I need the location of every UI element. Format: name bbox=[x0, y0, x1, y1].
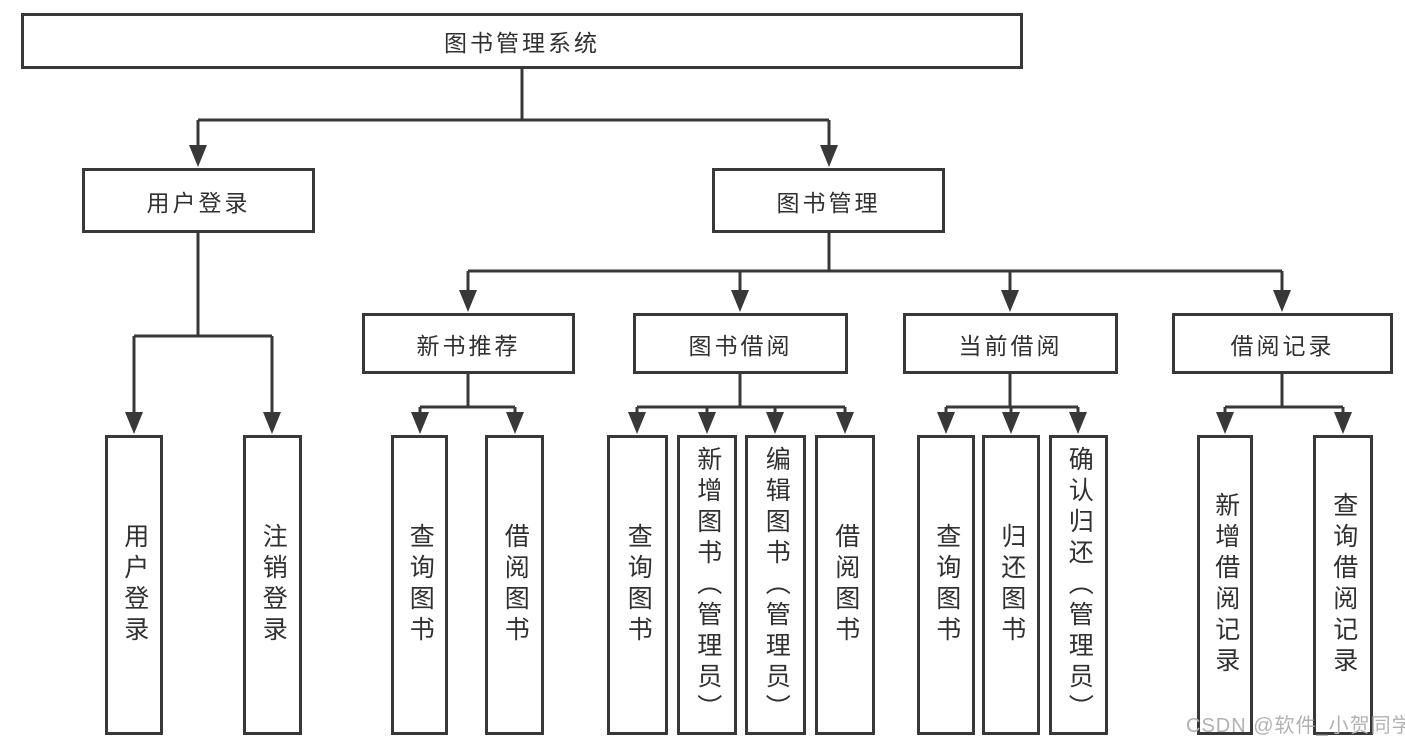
node-borrowing-records-label: 借阅记录 bbox=[1230, 332, 1335, 359]
node-borrowing-records: 借阅记录 bbox=[1172, 313, 1393, 374]
leaf-query-books-recommend-label: 查询图书 bbox=[406, 523, 435, 647]
leaf-query-books-current-label: 查询图书 bbox=[932, 523, 961, 647]
leaf-borrow-books: 借阅图书 bbox=[815, 435, 875, 735]
leaf-add-borrow-record: 新增借阅记录 bbox=[1197, 435, 1253, 735]
node-current-borrowing-label: 当前借阅 bbox=[958, 332, 1063, 359]
leaf-query-borrow-record-label: 查询借阅记录 bbox=[1329, 492, 1358, 678]
leaf-query-books-current: 查询图书 bbox=[917, 435, 975, 735]
leaf-query-borrow-record: 查询借阅记录 bbox=[1313, 435, 1373, 735]
leaf-user-login: 用户登录 bbox=[105, 435, 163, 735]
arrowheads bbox=[125, 145, 1352, 434]
leaf-add-books-admin-label: 新增图书（管理员） bbox=[693, 445, 722, 725]
leaf-borrow-books-recommend: 借阅图书 bbox=[485, 435, 544, 735]
leaf-logout-label: 注销登录 bbox=[259, 523, 288, 647]
node-book-borrowing-label: 图书借阅 bbox=[688, 332, 793, 359]
node-user-login-label: 用户登录 bbox=[146, 189, 251, 216]
node-user-login: 用户登录 bbox=[82, 168, 315, 233]
node-book-borrowing: 图书借阅 bbox=[633, 313, 848, 374]
leaf-add-borrow-record-label: 新增借阅记录 bbox=[1211, 492, 1240, 678]
node-library-system: 图书管理系统 bbox=[21, 13, 1023, 69]
leaf-return-books-label: 归还图书 bbox=[997, 523, 1026, 647]
leaf-user-login-label: 用户登录 bbox=[120, 523, 149, 647]
leaf-edit-books-admin: 编辑图书（管理员） bbox=[745, 435, 806, 735]
node-library-system-label: 图书管理系统 bbox=[444, 30, 600, 56]
leaf-query-books-borrow-label: 查询图书 bbox=[624, 523, 653, 647]
leaf-edit-books-admin-label: 编辑图书（管理员） bbox=[762, 445, 791, 725]
leaf-borrow-books-recommend-label: 借阅图书 bbox=[501, 523, 530, 647]
csdn-watermark: CSDN @软件_小贺同学 bbox=[1186, 715, 1405, 737]
leaf-query-books-recommend: 查询图书 bbox=[391, 435, 448, 735]
leaf-add-books-admin: 新增图书（管理员） bbox=[677, 435, 737, 735]
node-new-book-recommendation: 新书推荐 bbox=[362, 313, 575, 374]
node-new-book-recommendation-label: 新书推荐 bbox=[416, 332, 521, 359]
leaf-borrow-books-label: 借阅图书 bbox=[831, 523, 860, 647]
leaf-return-books: 归还图书 bbox=[982, 435, 1040, 735]
node-book-management: 图书管理 bbox=[712, 168, 945, 233]
leaf-confirm-return-admin-label: 确认归还（管理员） bbox=[1065, 445, 1094, 725]
leaf-logout: 注销登录 bbox=[243, 435, 302, 735]
node-current-borrowing: 当前借阅 bbox=[903, 313, 1118, 374]
leaf-query-books-borrow: 查询图书 bbox=[607, 435, 668, 735]
leaf-confirm-return-admin: 确认归还（管理员） bbox=[1049, 435, 1108, 735]
node-book-management-label: 图书管理 bbox=[776, 189, 881, 216]
